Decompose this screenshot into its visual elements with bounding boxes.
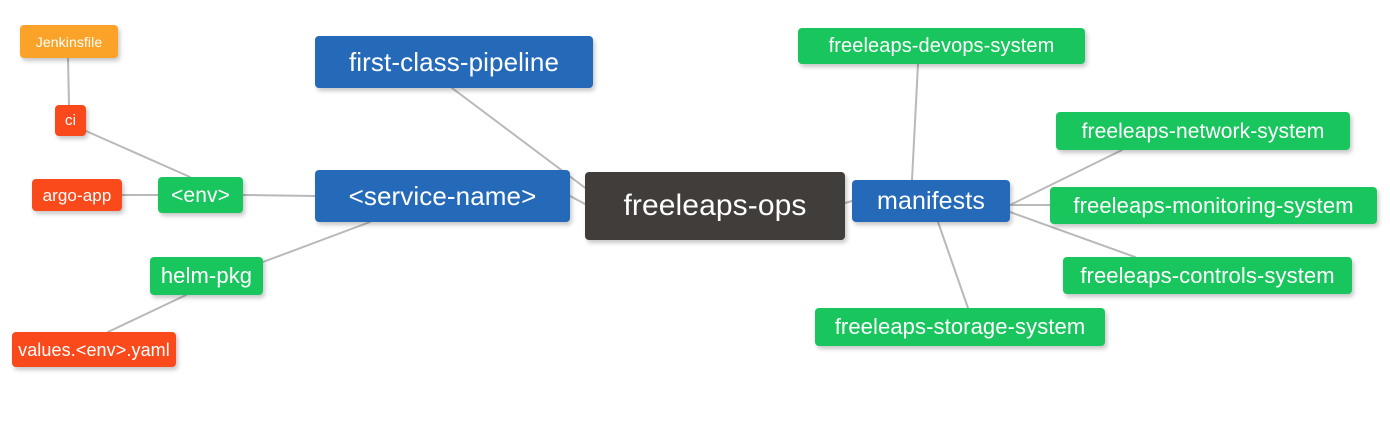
node-env[interactable]: <env>: [158, 177, 243, 213]
edge-env-to-ci: [85, 130, 191, 178]
edge-manifests-to-freeleaps-storage-system: [937, 221, 969, 309]
node-helm-pkg[interactable]: helm-pkg: [150, 257, 263, 295]
node-freeleaps-controls-system[interactable]: freeleaps-controls-system: [1063, 257, 1352, 294]
edge-manifests-to-freeleaps-devops-system: [911, 63, 919, 181]
edge-ci-to-jenkinsfile: [67, 57, 70, 106]
edge-freeleaps-ops-to-service-name: [569, 195, 586, 205]
node-argo-app[interactable]: argo-app: [32, 179, 122, 211]
node-ci[interactable]: ci: [55, 105, 86, 136]
node-service-name[interactable]: <service-name>: [315, 170, 570, 222]
node-manifests[interactable]: manifests: [852, 180, 1010, 222]
edge-service-name-to-helm-pkg: [262, 221, 371, 263]
edge-freeleaps-ops-to-manifests: [844, 200, 853, 204]
node-first-class-pipeline[interactable]: first-class-pipeline: [315, 36, 593, 88]
node-freeleaps-monitoring-system[interactable]: freeleaps-monitoring-system: [1050, 187, 1377, 224]
node-values-env-yaml[interactable]: values.<env>.yaml: [12, 332, 176, 367]
node-freeleaps-devops-system[interactable]: freeleaps-devops-system: [798, 28, 1085, 64]
edge-helm-pkg-to-values-env-yaml: [107, 294, 187, 333]
edge-service-name-to-env: [242, 194, 316, 197]
node-freeleaps-storage-system[interactable]: freeleaps-storage-system: [815, 308, 1105, 346]
node-freeleaps-network-system[interactable]: freeleaps-network-system: [1056, 112, 1350, 150]
node-jenkinsfile[interactable]: Jenkinsfile: [20, 25, 118, 58]
node-freeleaps-ops[interactable]: freeleaps-ops: [585, 172, 845, 240]
